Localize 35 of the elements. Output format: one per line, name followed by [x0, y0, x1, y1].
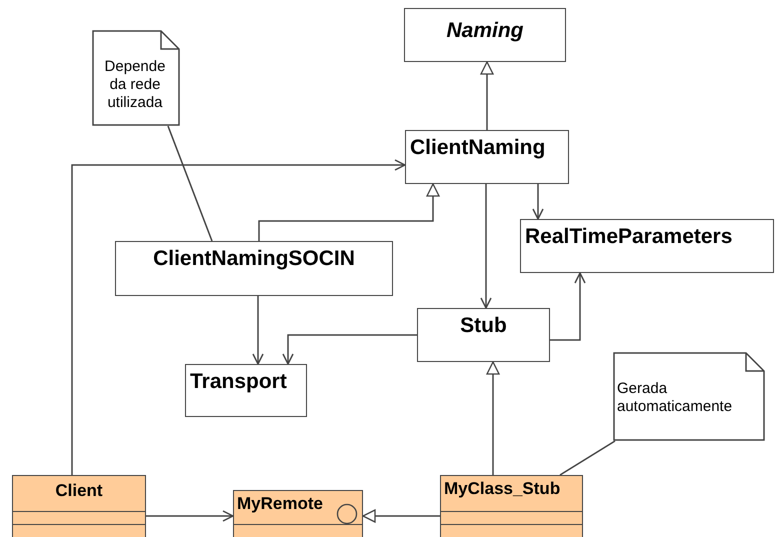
association-arrow: [282, 334, 417, 365]
note-text: Depende da rede utilizada: [104, 58, 166, 112]
class-name: MyRemote: [237, 494, 323, 514]
association-arrow: [532, 184, 544, 220]
association-arrow: [71, 159, 406, 475]
class-box: [12, 475, 146, 537]
class-name: RealTimeParameters: [525, 225, 732, 249]
class-name: Client: [54, 481, 104, 501]
class-box: [440, 475, 583, 537]
note-text: Gerada automaticamente: [617, 380, 734, 416]
association-arrow: [146, 510, 234, 522]
class-name: ClientNaming: [410, 136, 546, 160]
note: [92, 30, 180, 126]
note-connector: [167, 126, 213, 242]
class-name: Naming: [445, 19, 524, 43]
class-box: [185, 364, 307, 417]
generalization-arrow: [258, 183, 440, 241]
class-name: ClientNamingSOCIN: [152, 247, 356, 271]
class-box: [405, 130, 569, 184]
generalization-arrow: [362, 509, 440, 523]
note-connector: [560, 440, 616, 476]
generalization-arrow: [480, 61, 494, 130]
association-arrow: [480, 184, 492, 309]
class-name: Transport: [190, 370, 287, 394]
generalization-arrow: [486, 361, 500, 475]
abstract-class-box: [404, 8, 566, 62]
class-name: Stub: [459, 314, 508, 338]
class-box: [520, 219, 774, 273]
association-arrow: [550, 272, 586, 341]
class-box: [417, 308, 550, 362]
class-box: [115, 241, 393, 296]
note: [613, 352, 765, 441]
association-arrow: [252, 296, 264, 365]
class-name: MyClass_Stub: [444, 479, 560, 499]
interface-box: [233, 490, 363, 537]
